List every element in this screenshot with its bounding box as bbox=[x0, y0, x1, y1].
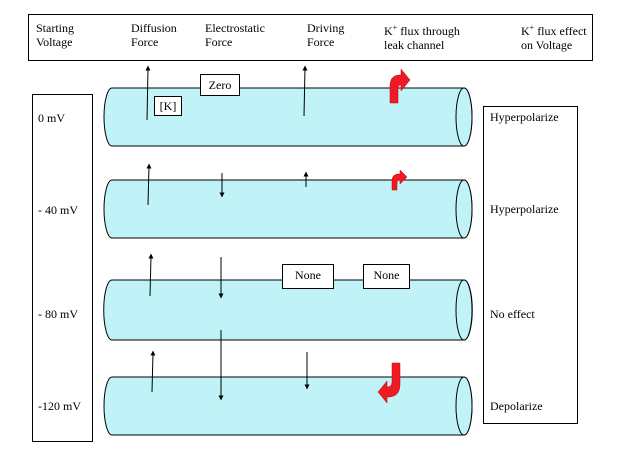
voltage-label-0: 0 mV bbox=[38, 111, 65, 125]
driving-arrow-0 bbox=[302, 65, 308, 117]
k-concentration-tag: [K] bbox=[154, 96, 182, 116]
header-k-flux-through: K+ flux through leak channel bbox=[384, 23, 460, 52]
effect-label-3: Depolarize bbox=[490, 399, 543, 413]
voltage-label-1: - 40 mV bbox=[38, 203, 78, 217]
header-box bbox=[28, 14, 593, 61]
none-flux-tag: None bbox=[363, 264, 410, 289]
effect-label-0: Hyperpolarize bbox=[490, 110, 559, 124]
membrane-cylinder-0 bbox=[103, 87, 473, 147]
diffusion-arrow-3 bbox=[150, 350, 156, 393]
flux-arrow-3 bbox=[377, 362, 401, 404]
membrane-cylinder-3 bbox=[103, 376, 473, 436]
voltage-label-2: - 80 mV bbox=[38, 307, 78, 321]
none-driving-tag: None bbox=[282, 264, 334, 289]
flux-arrow-1 bbox=[391, 169, 408, 191]
flux-arrow-0 bbox=[389, 68, 411, 104]
header-k-flux-effect: K+ flux effect on Voltage bbox=[521, 23, 587, 52]
effect-label-1: Hyperpolarize bbox=[490, 202, 559, 216]
voltage-label-3: -120 mV bbox=[38, 399, 81, 413]
effect-label-2: No effect bbox=[490, 307, 535, 321]
zero-tag: Zero bbox=[200, 74, 240, 96]
diffusion-arrow-1 bbox=[146, 163, 152, 206]
voltage-box bbox=[32, 94, 93, 442]
effect-box bbox=[483, 106, 578, 424]
diffusion-arrow-2 bbox=[148, 253, 154, 297]
membrane-cylinder-2 bbox=[103, 279, 473, 341]
diffusion-arrow-0 bbox=[145, 65, 151, 121]
membrane-cylinder-1 bbox=[103, 179, 473, 239]
